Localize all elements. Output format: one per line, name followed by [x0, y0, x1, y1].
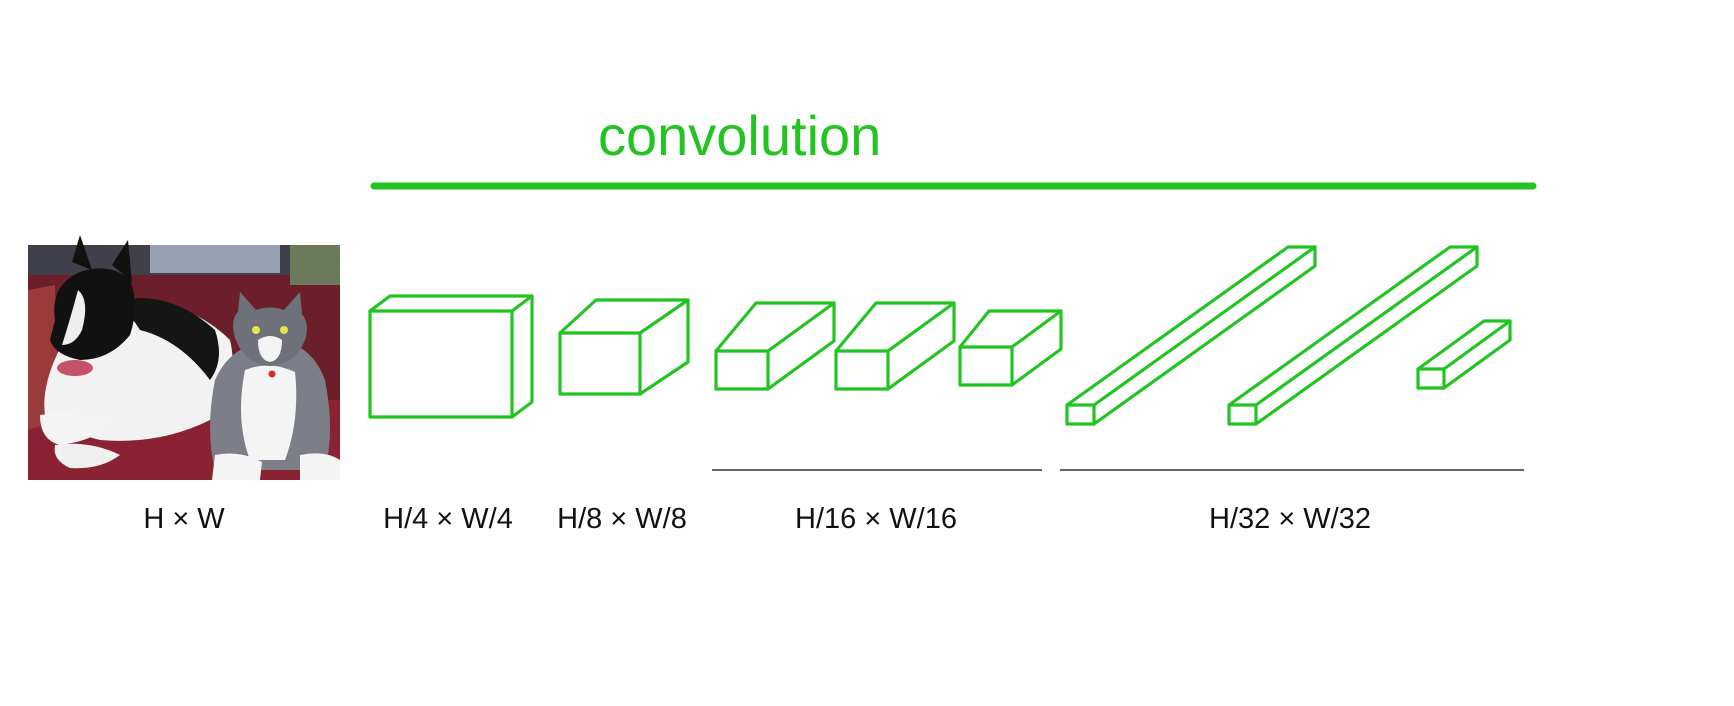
- feature-map-h32-a: [1065, 245, 1317, 426]
- size-label-h16: H/16 × W/16: [795, 503, 957, 535]
- feature-map-h16-b: [834, 301, 956, 391]
- feature-map-h16-c: [958, 309, 1063, 387]
- size-label-h4: H/4 × W/4: [383, 503, 513, 535]
- feature-map-h32-b: [1227, 245, 1479, 426]
- size-label-h8: H/8 × W/8: [557, 503, 687, 535]
- input-size-label: H × W: [143, 503, 225, 535]
- size-label-h32: H/32 × W/32: [1209, 503, 1371, 535]
- input-photo: [28, 235, 340, 480]
- feature-map-h32-c: [1416, 319, 1512, 390]
- feature-map-h4: [368, 294, 534, 419]
- feature-map-h8: [558, 298, 690, 396]
- feature-map-h16-a: [714, 301, 836, 391]
- convolution-title: convolution: [598, 104, 882, 167]
